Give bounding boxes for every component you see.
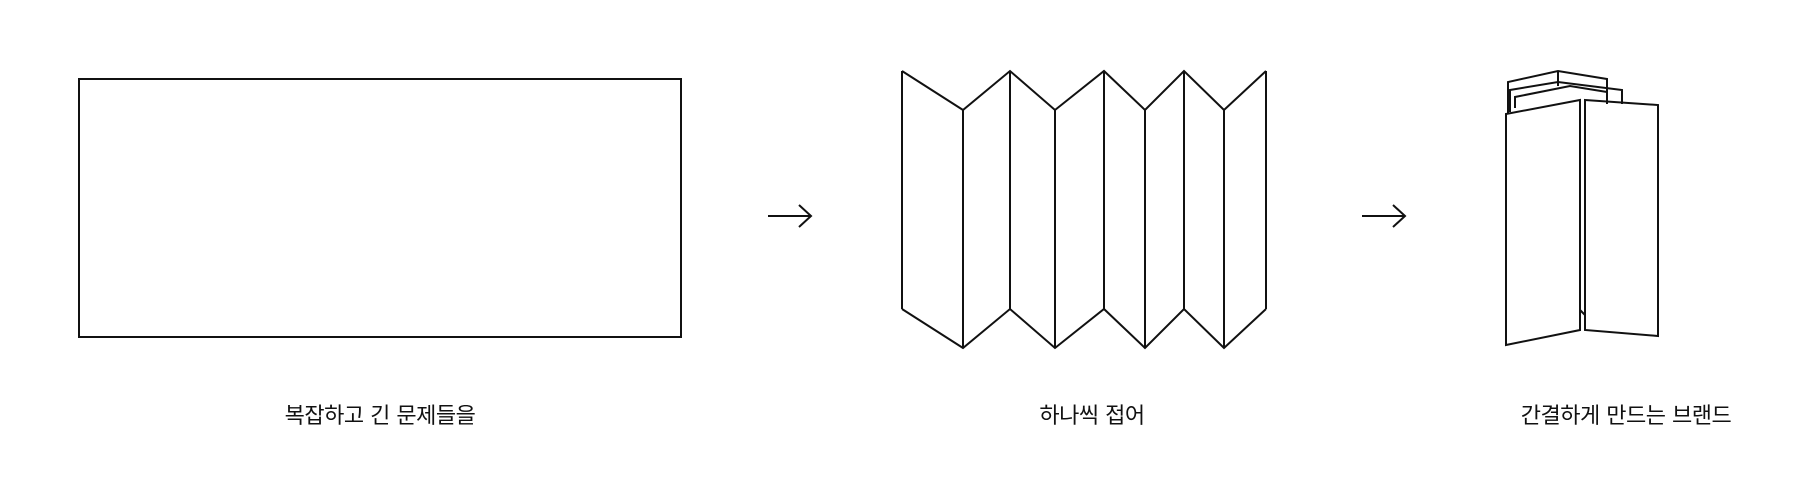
stack-front-left-panel (1505, 98, 1581, 347)
step-3-caption: 간결하게 만드는 브랜드 (1520, 404, 1732, 429)
step-1-caption: 복잡하고 긴 문제들을 (284, 404, 476, 429)
long-flat-sheet (78, 78, 682, 338)
step-2-caption: 하나씩 접어 (1039, 404, 1145, 429)
stack-back-panel (1509, 80, 1623, 112)
stack-front-right-panel (1584, 98, 1659, 338)
compact-folded-stack (1505, 69, 1659, 347)
stack-back-panel (1514, 84, 1608, 108)
fold-bottom-edge (901, 307, 1267, 350)
arrow-icon-1 (768, 204, 813, 228)
fold-top-edge (901, 69, 1267, 112)
arrow-icon-2 (1362, 204, 1407, 228)
folding-sheet (901, 69, 1267, 350)
